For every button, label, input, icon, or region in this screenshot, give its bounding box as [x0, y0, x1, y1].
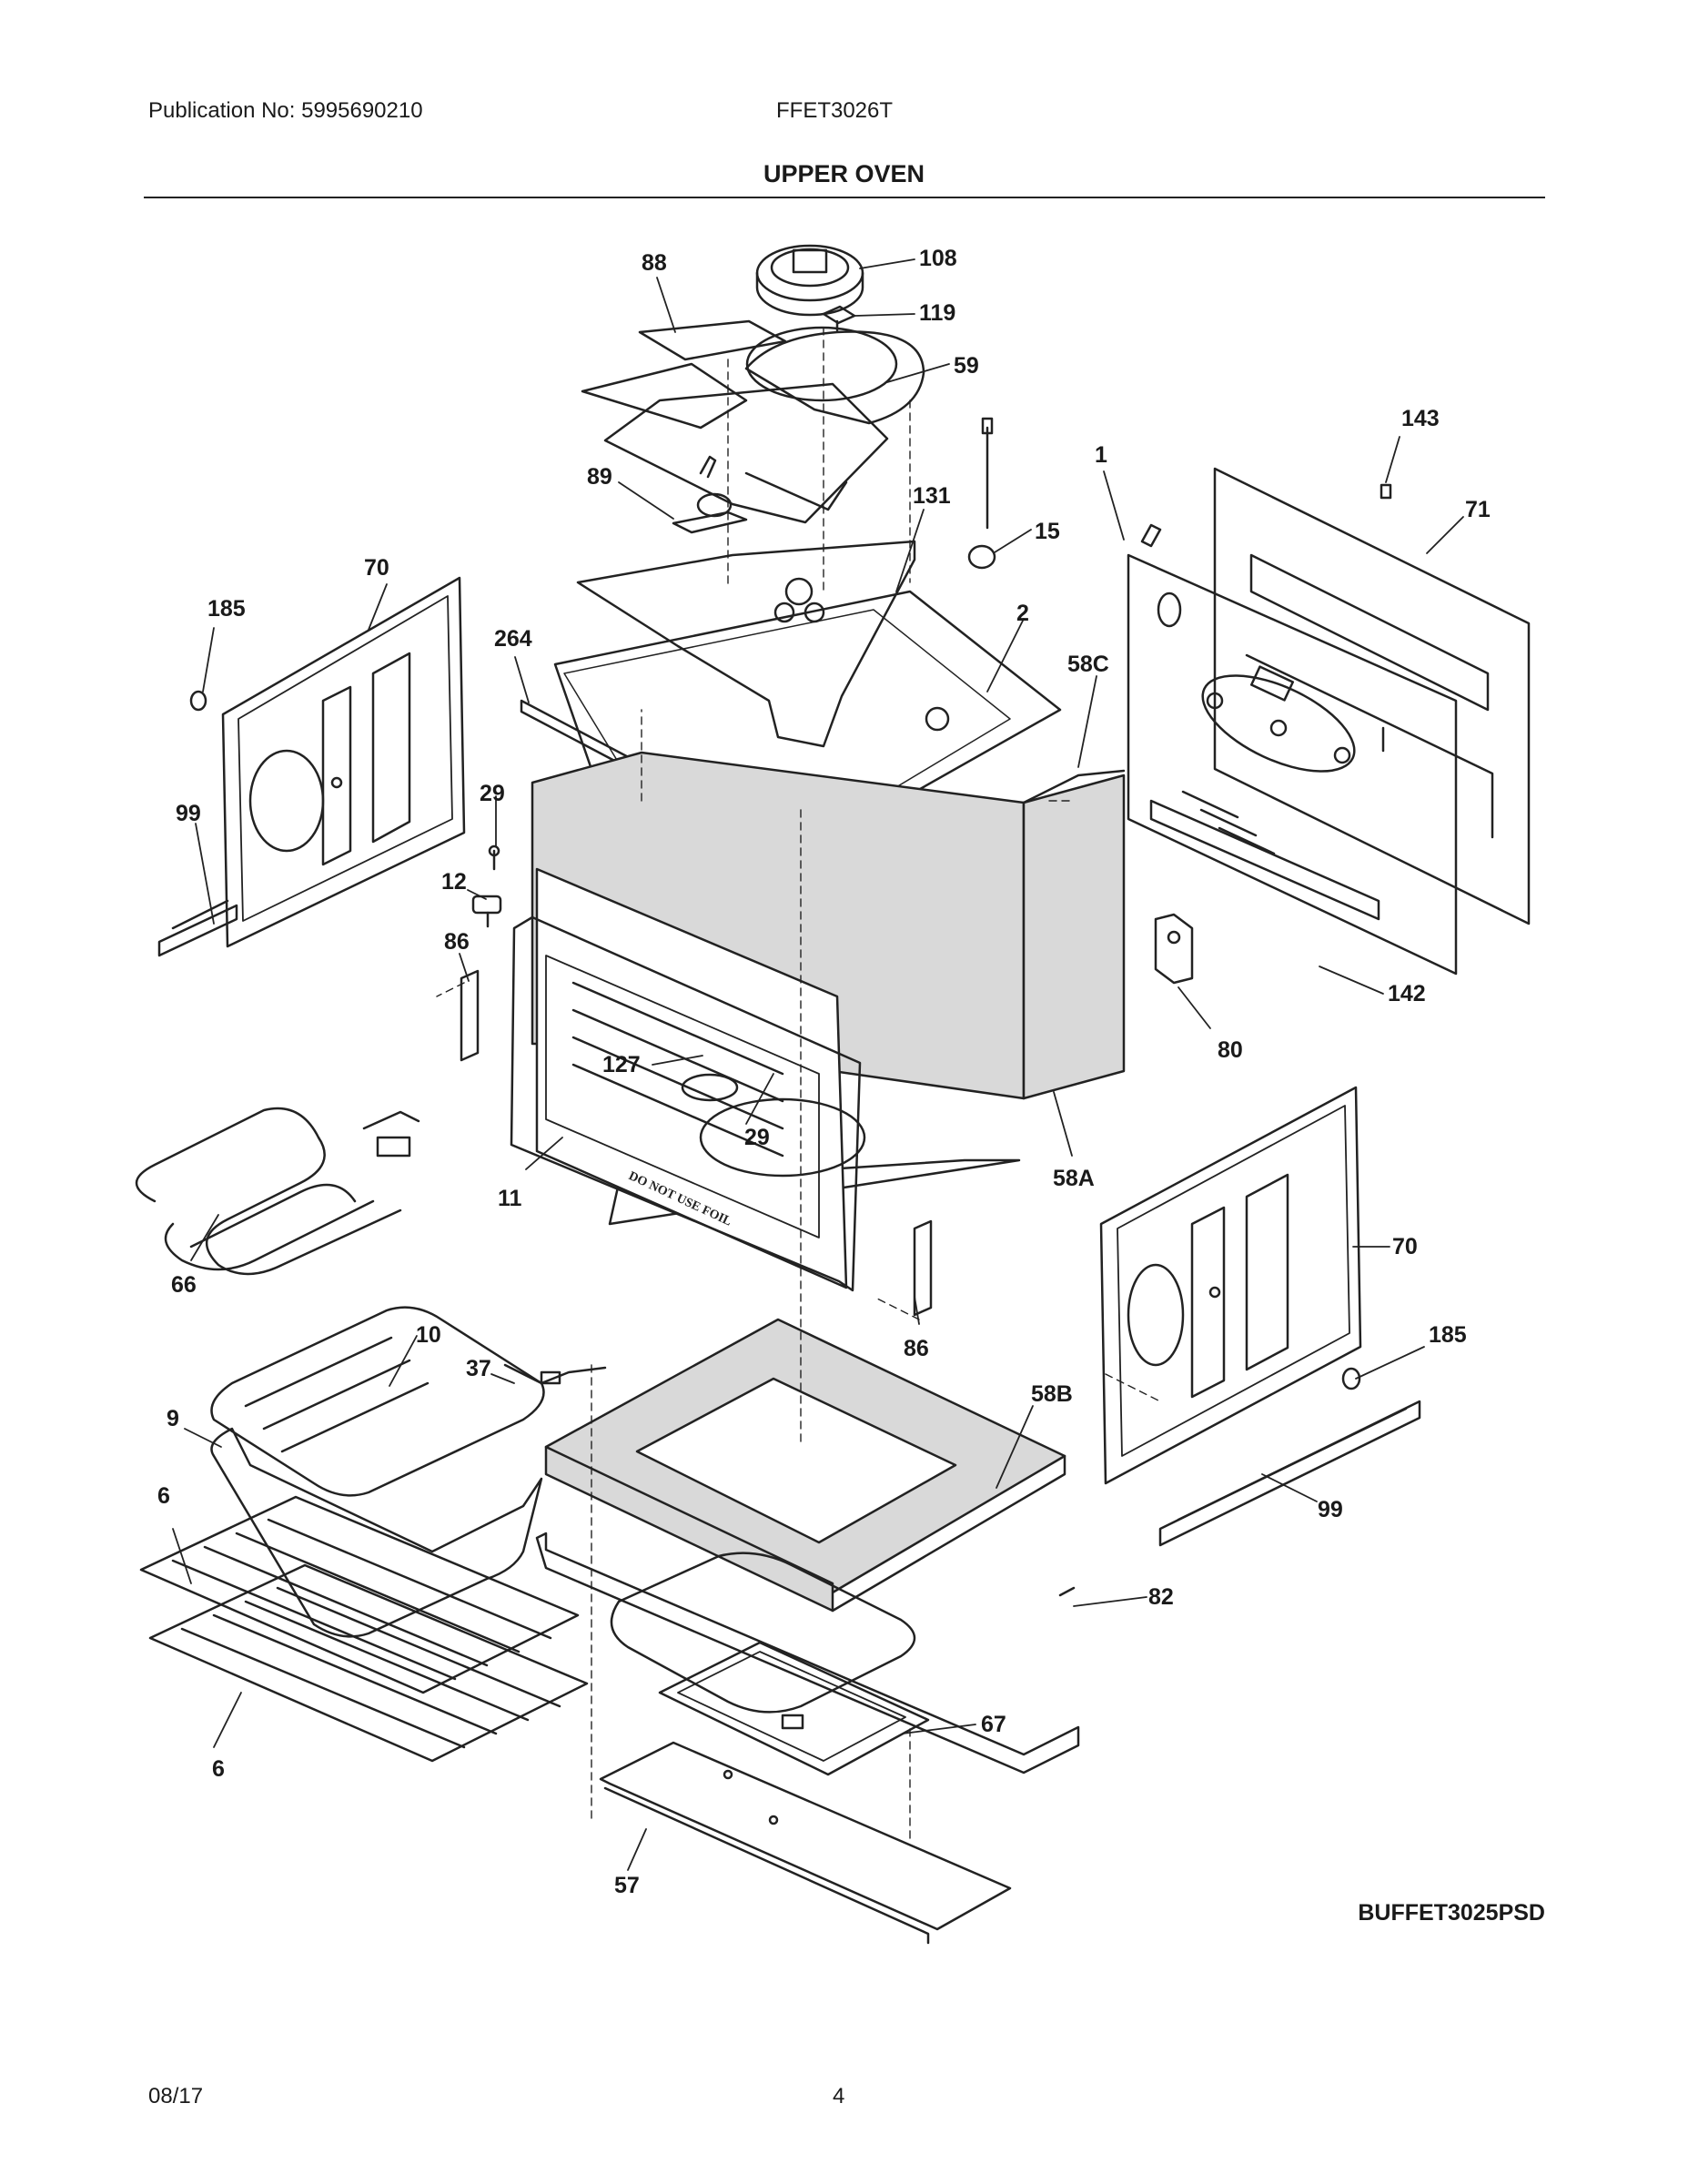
page-number: 4 — [833, 2084, 845, 2108]
callout-leader-lines — [172, 258, 1464, 1871]
bottom-insulation-part — [544, 1318, 1066, 1613]
callout-86-right: 86 — [904, 1336, 929, 1361]
callout-66: 66 — [171, 1272, 197, 1298]
callout-6-lower: 6 — [212, 1756, 225, 1782]
header-divider — [144, 197, 1545, 198]
broiler-pan-grid-part — [210, 1306, 545, 1497]
callout-82: 82 — [1148, 1584, 1174, 1610]
callout-12: 12 — [441, 869, 467, 895]
left-rack-support-part — [157, 899, 238, 957]
callout-2: 2 — [1016, 601, 1029, 626]
callout-1: 1 — [1095, 442, 1107, 468]
assembly-guide-lines — [436, 327, 1161, 1839]
right-grommet-part — [1341, 1367, 1361, 1390]
right-hinge-receptacle-part — [913, 1219, 933, 1317]
callout-59: 59 — [954, 353, 979, 379]
callout-70-left: 70 — [364, 555, 389, 581]
broil-element-part — [135, 1107, 420, 1276]
oven-front-frame-part: DO NOT USE FOIL — [510, 867, 866, 1292]
diagram-code: BUFFET3025PSD — [1358, 1900, 1545, 1926]
rear-vent-strip-part — [1149, 799, 1380, 921]
callout-9: 9 — [167, 1406, 179, 1431]
callout-143: 143 — [1401, 406, 1440, 431]
right-side-panel-part — [1099, 1086, 1362, 1485]
callout-99-right: 99 — [1318, 1497, 1343, 1522]
screw-part — [488, 844, 500, 871]
callout-99-left: 99 — [176, 801, 201, 826]
callout-70-right: 70 — [1392, 1234, 1418, 1259]
air-duct-cover-part — [581, 319, 925, 524]
callout-119: 119 — [919, 300, 955, 326]
callout-131: 131 — [913, 483, 951, 509]
left-hinge-receptacle-part — [460, 969, 480, 1062]
insulation-baffle-part — [576, 540, 916, 748]
callout-58A: 58A — [1053, 1166, 1095, 1191]
switch-thermostat-part — [672, 455, 748, 534]
bake-element-part — [535, 1532, 1080, 1774]
callout-11: 11 — [498, 1186, 522, 1211]
section-title: UPPER OVEN — [763, 160, 925, 187]
callout-37: 37 — [466, 1356, 491, 1381]
callout-15: 15 — [1035, 519, 1060, 544]
callout-10: 10 — [416, 1322, 441, 1348]
element-cover-part — [658, 1641, 930, 1776]
model-number: FFET3026T — [776, 98, 894, 123]
callout-88: 88 — [642, 250, 667, 276]
callout-67: 67 — [981, 1712, 1006, 1737]
callout-264: 264 — [494, 626, 532, 652]
left-grommet-part — [189, 690, 207, 712]
callout-6-upper: 6 — [157, 1483, 170, 1509]
clip-part — [1380, 483, 1392, 500]
callout-29-top: 29 — [480, 781, 505, 806]
right-rack-support-part — [1158, 1400, 1421, 1547]
callout-185-right: 185 — [1429, 1322, 1467, 1348]
bottom-tray-part — [599, 1741, 1012, 1945]
oven-rack-lower-part — [148, 1563, 589, 1763]
door-switch-part — [471, 895, 502, 928]
harness-part — [503, 1363, 607, 1385]
callout-185-left: 185 — [207, 596, 246, 622]
callout-71: 71 — [1465, 497, 1491, 522]
callout-labels: 108 88 119 59 143 1 71 89 131 15 70 185 … — [157, 246, 1491, 1898]
left-side-panel-part — [221, 576, 466, 948]
back-cover-part — [1213, 467, 1531, 925]
publication-number: Publication No: 5995690210 — [148, 98, 423, 123]
callout-127: 127 — [602, 1052, 641, 1077]
callout-29-inner: 29 — [744, 1125, 770, 1150]
callout-89: 89 — [587, 464, 612, 490]
callout-58C: 58C — [1067, 652, 1109, 677]
callout-108: 108 — [919, 246, 957, 271]
callout-142: 142 — [1388, 981, 1426, 1006]
mounting-bracket-part — [1154, 913, 1194, 985]
callout-58B: 58B — [1031, 1381, 1073, 1407]
broiler-pan-part — [210, 1427, 543, 1638]
rear-panel-part — [1127, 523, 1458, 976]
callout-80: 80 — [1218, 1037, 1243, 1063]
temperature-sensor-part — [967, 417, 996, 570]
convection-fan-motor-part — [755, 244, 864, 317]
oven-rack-upper-part — [139, 1495, 580, 1694]
callout-57: 57 — [614, 1873, 640, 1898]
callout-86-left: 86 — [444, 929, 470, 955]
publication-date: 08/17 — [148, 2084, 204, 2108]
